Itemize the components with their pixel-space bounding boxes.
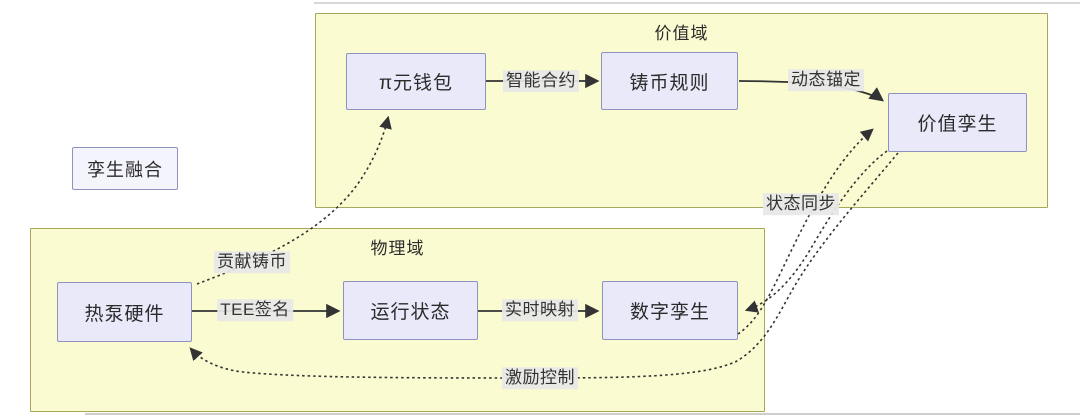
edge-label-state-sync: 状态同步 [763, 193, 839, 215]
edge-label-smart-contract: 智能合约 [503, 70, 579, 92]
domain-physical-label: 物理域 [370, 239, 425, 258]
node-pi-wallet: π元钱包 [346, 53, 486, 110]
node-heatpump-hardware: 热泵硬件 [57, 282, 192, 342]
screenshot-edge-line-top [314, 2, 1080, 4]
node-digital-twin: 数字孪生 [602, 281, 738, 340]
edge-label-dynamic-anchor: 动态锚定 [788, 69, 864, 91]
screenshot-edge-line-bottom [85, 413, 1080, 415]
node-twin-fusion: 孪生融合 [72, 147, 178, 190]
edge-label-realtime-mapping: 实时映射 [502, 299, 578, 321]
node-running-state: 运行状态 [343, 281, 478, 340]
domain-value-label: 价值域 [654, 24, 709, 43]
edge-label-incentive-control: 激励控制 [502, 367, 578, 389]
edge-label-tee-signature: TEE签名 [217, 299, 293, 321]
node-mint-rules: 铸币规则 [601, 52, 738, 110]
edge-label-contribution-mint: 贡献铸币 [214, 251, 290, 273]
node-value-twin: 价值孪生 [888, 93, 1027, 152]
